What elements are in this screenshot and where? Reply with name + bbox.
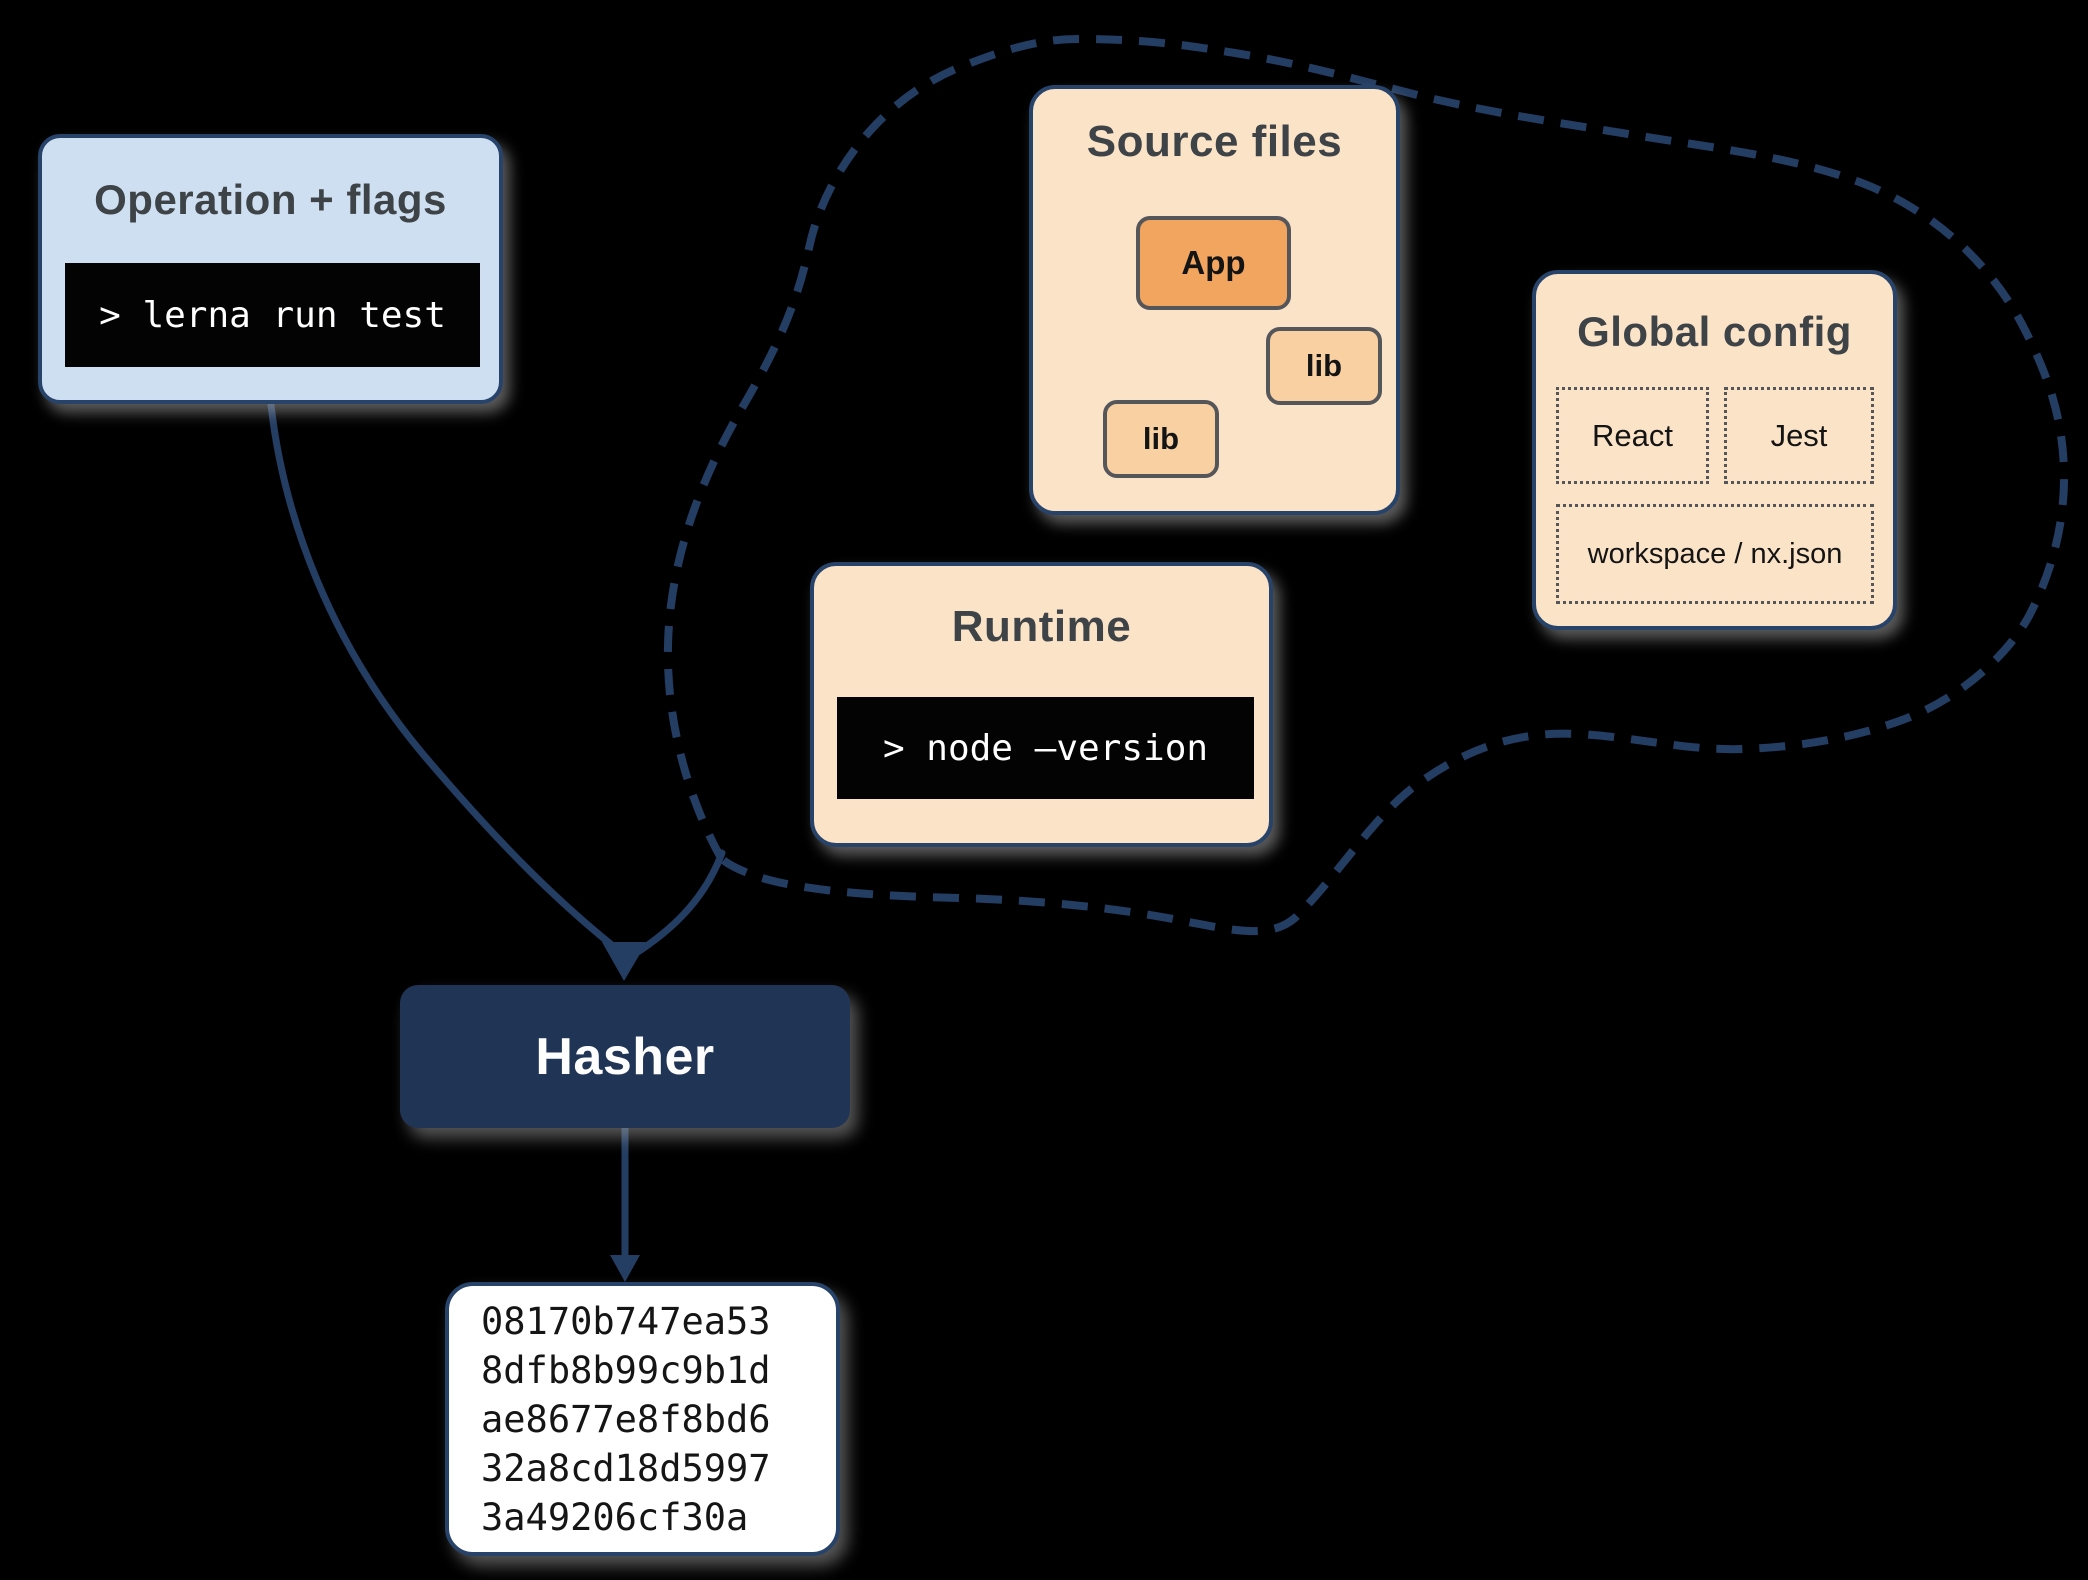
app-node: App xyxy=(1136,216,1291,310)
hasher-box: Hasher xyxy=(400,985,850,1128)
hash-arrowhead xyxy=(610,1255,640,1282)
operation-flags-title: Operation + flags xyxy=(94,176,447,223)
runtime-command: > node –version xyxy=(882,727,1209,769)
hasher-arrowhead xyxy=(602,942,647,981)
lib-node-left: lib xyxy=(1103,400,1219,478)
config-item-jest-label: Jest xyxy=(1770,417,1828,453)
lib-node-right-label: lib xyxy=(1305,348,1343,383)
config-item-workspace: workspace / nx.json xyxy=(1556,504,1874,604)
global-config-box: Global config React Jest workspace / nx.… xyxy=(1532,270,1897,630)
operation-flags-box: Operation + flags > lerna run test xyxy=(38,134,503,404)
cloud-to-hasher-arrow xyxy=(626,849,726,961)
runtime-title: Runtime xyxy=(951,602,1132,651)
config-item-jest: Jest xyxy=(1724,387,1874,484)
hash-line: 08170b747ea53 xyxy=(481,1299,771,1343)
hash-line: 3a49206cf30a xyxy=(481,1495,749,1539)
hash-output-box: 08170b747ea53 8dfb8b99c9b1d ae8677e8f8bd… xyxy=(445,1282,840,1556)
config-item-react: React xyxy=(1556,387,1709,484)
lib-node-right: lib xyxy=(1266,327,1382,405)
runtime-box: Runtime > node –version xyxy=(810,562,1273,847)
hash-line: 8dfb8b99c9b1d xyxy=(481,1348,771,1392)
operation-command: > lerna run test xyxy=(99,294,446,336)
config-item-react-label: React xyxy=(1592,417,1673,453)
lib-node-left-label: lib xyxy=(1142,421,1180,456)
app-node-label: App xyxy=(1181,244,1246,281)
cloud-outline xyxy=(663,34,2069,936)
hash-line: ae8677e8f8bd6 xyxy=(481,1397,771,1441)
operation-terminal: > lerna run test xyxy=(65,263,480,367)
global-config-title: Global config xyxy=(1577,308,1852,355)
hasher-label: Hasher xyxy=(535,1027,715,1086)
source-files-box: Source files App lib lib xyxy=(1029,85,1400,515)
operation-to-hasher-arrow xyxy=(267,401,622,954)
hash-line: 32a8cd18d5997 xyxy=(481,1446,771,1490)
source-files-title: Source files xyxy=(1086,117,1343,166)
config-item-workspace-label: workspace / nx.json xyxy=(1587,537,1843,570)
runtime-terminal: > node –version xyxy=(837,697,1254,799)
